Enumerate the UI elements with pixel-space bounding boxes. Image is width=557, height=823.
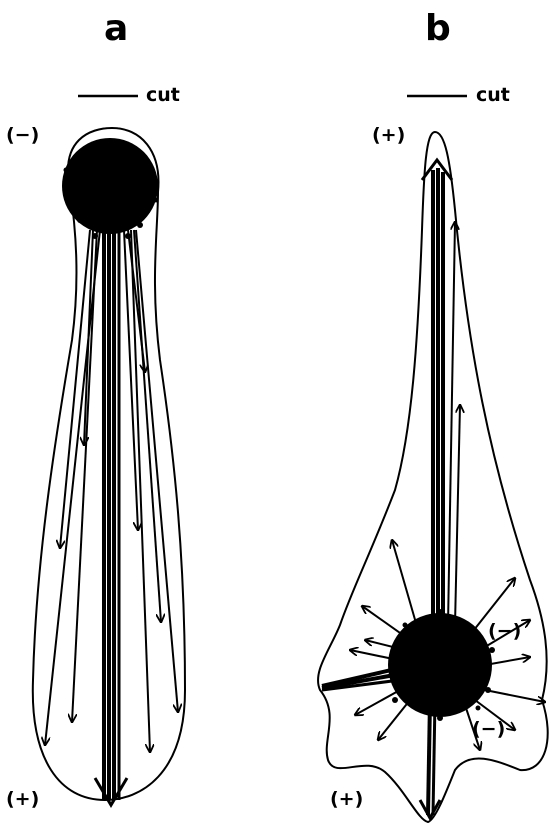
panel-b-bottom-sign: (+) [330,788,363,810]
panel-a-cut-label: cut [146,84,180,106]
panel-a-top-sign: (−) [6,124,39,146]
radiating-arrows-a [45,230,178,752]
panel-b-cut-label: cut [476,84,510,106]
panel-b-letter: b [425,8,451,49]
panel-a-bottom-sign: (+) [6,788,39,810]
panel-b [318,96,548,822]
lower-bundle-b [420,700,440,818]
panel-b-minus-right: (−) [488,620,521,642]
central-bundle-a [95,200,127,805]
aster-center-a [62,138,159,239]
left-bundle-b [322,668,400,690]
panel-a [33,96,185,805]
panel-b-top-sign: (+) [372,124,405,146]
panel-b-minus-bottom: (−) [472,718,505,740]
panel-a-letter: a [104,8,128,49]
upper-bundle-b [422,160,452,640]
